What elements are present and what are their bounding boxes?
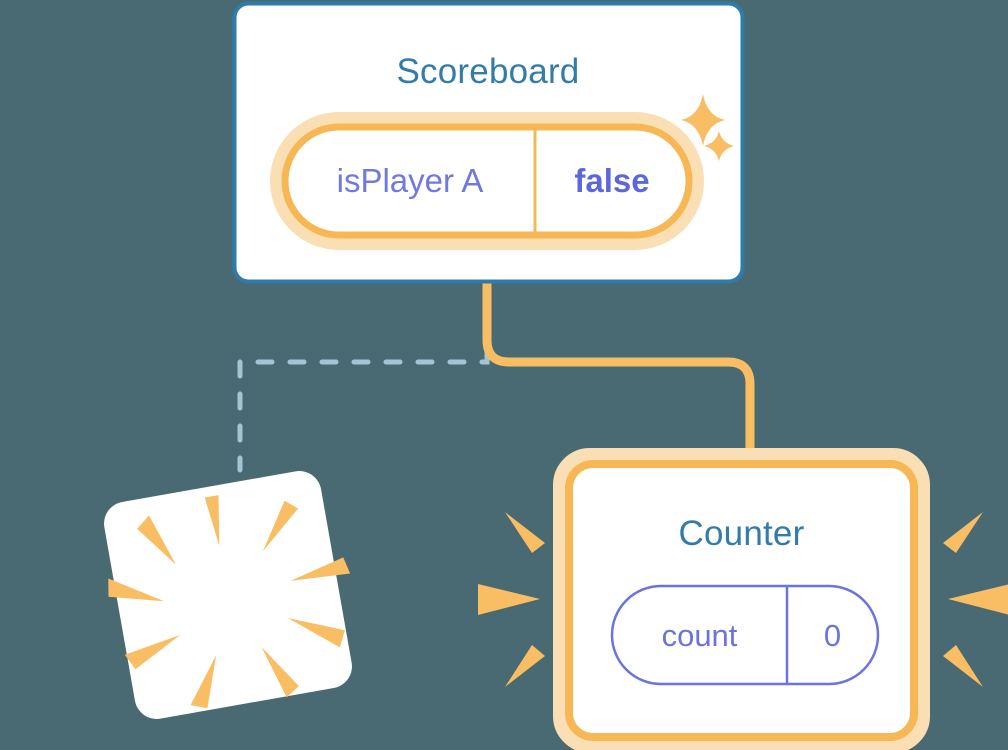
scoreboard-title: Scoreboard bbox=[396, 52, 580, 91]
burst-ray bbox=[505, 512, 545, 553]
counter-pill-key: count bbox=[661, 618, 738, 653]
ghost-card-rays bbox=[108, 495, 351, 709]
orange-connector bbox=[482, 282, 755, 462]
counter-burst-right bbox=[943, 512, 1008, 687]
ghost-card-surface bbox=[104, 471, 352, 719]
counter-burst-left bbox=[478, 512, 545, 687]
counter-pill-outline[interactable] bbox=[610, 584, 880, 686]
counter-card[interactable] bbox=[553, 448, 930, 750]
counter-pill-value: 0 bbox=[823, 618, 842, 653]
scoreboard-card[interactable] bbox=[232, 1, 745, 284]
burst-ray bbox=[505, 645, 545, 687]
burst-ray bbox=[948, 584, 1008, 615]
rotated-burst-card bbox=[104, 471, 352, 719]
sparkle-large-icon bbox=[681, 94, 725, 146]
burst-ray bbox=[478, 584, 540, 615]
counter-title: Counter bbox=[678, 514, 805, 553]
sparkle-small-icon bbox=[704, 131, 734, 161]
burst-ray bbox=[943, 512, 983, 553]
scoreboard-pill-outline[interactable] bbox=[281, 123, 693, 239]
burst-ray bbox=[943, 645, 983, 687]
counter-card-glow bbox=[553, 448, 930, 750]
scoreboard-pill-value: false bbox=[574, 162, 650, 199]
scoreboard-pill-glow bbox=[270, 112, 704, 250]
dashed-connector bbox=[237, 286, 490, 473]
scoreboard-pill-key: isPlayer A bbox=[336, 162, 484, 199]
